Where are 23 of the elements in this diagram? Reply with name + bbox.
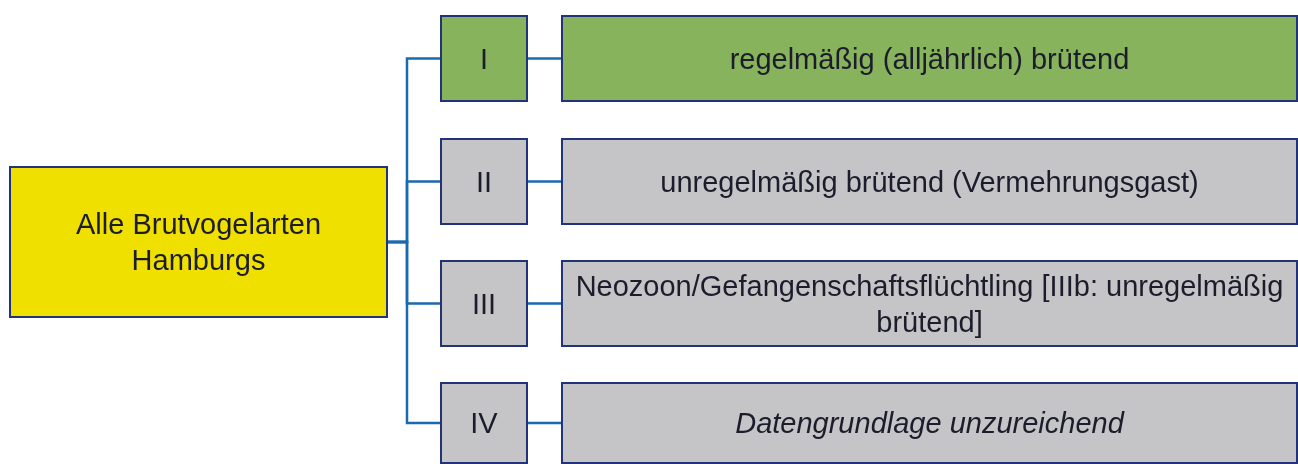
box-text: I: [479, 41, 489, 77]
category-box: [440, 15, 528, 102]
description-box: [561, 138, 1298, 225]
box-text: regelmäßig (alljährlich) brütend: [729, 41, 1130, 77]
description-box: [561, 382, 1298, 464]
box-text: III: [471, 286, 497, 322]
connector-line: [388, 240, 440, 425]
box-text: IV: [470, 406, 498, 441]
description-box: [561, 15, 1298, 102]
box-text: Datengrundlage unzureichend: [735, 406, 1124, 441]
box-text: Alle Brutvogelarten Hamburgs: [75, 207, 322, 278]
category-box: [440, 138, 528, 225]
connector-line: [528, 57, 561, 60]
description-box: [561, 260, 1298, 347]
connector-line: [528, 302, 561, 305]
root-box: [9, 166, 388, 318]
connector-line: [528, 180, 561, 183]
box-text: unregelmäßig brütend (Vermehrungsgast): [660, 164, 1199, 200]
category-box: [440, 260, 528, 347]
connector-line: [528, 421, 561, 425]
box-text: II: [475, 164, 493, 200]
box-text: Neozoon/Gefangenschaftsflüchtling [IIIb: unregelmäßig brütend]: [574, 268, 1285, 340]
category-box: [440, 382, 528, 464]
